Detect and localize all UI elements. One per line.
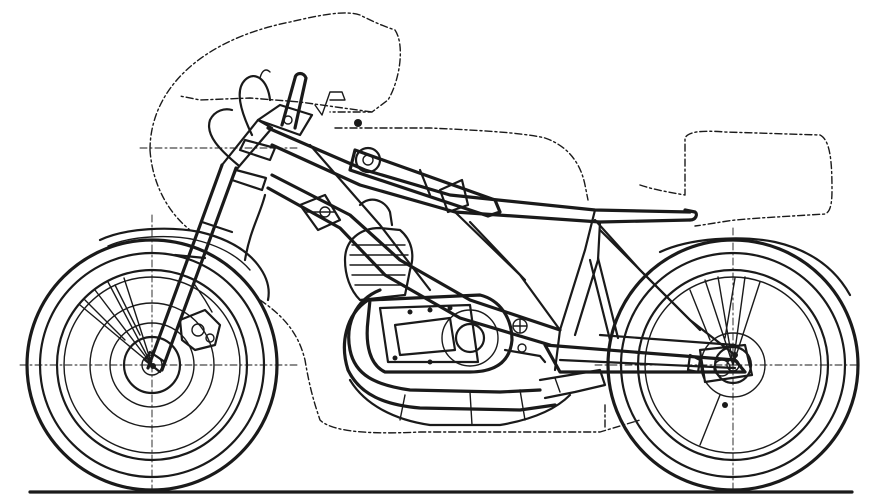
front-fork <box>143 163 238 374</box>
upper-tube-assembly <box>348 146 502 218</box>
fuel-tank-outline <box>334 127 589 201</box>
front-brake-caliper <box>178 284 222 352</box>
carburettor <box>298 193 394 232</box>
seat-tail-outline <box>639 130 833 227</box>
frame <box>266 126 747 374</box>
front-wheel <box>25 238 279 492</box>
rear-hub <box>686 343 754 408</box>
exhaust-pipe <box>342 288 607 427</box>
engine <box>343 226 547 374</box>
steering-head <box>207 69 362 262</box>
rear-wheel <box>606 238 860 492</box>
fairing-outline <box>149 12 641 434</box>
front-mudguard <box>98 227 270 302</box>
rear-mudguard <box>658 237 852 297</box>
